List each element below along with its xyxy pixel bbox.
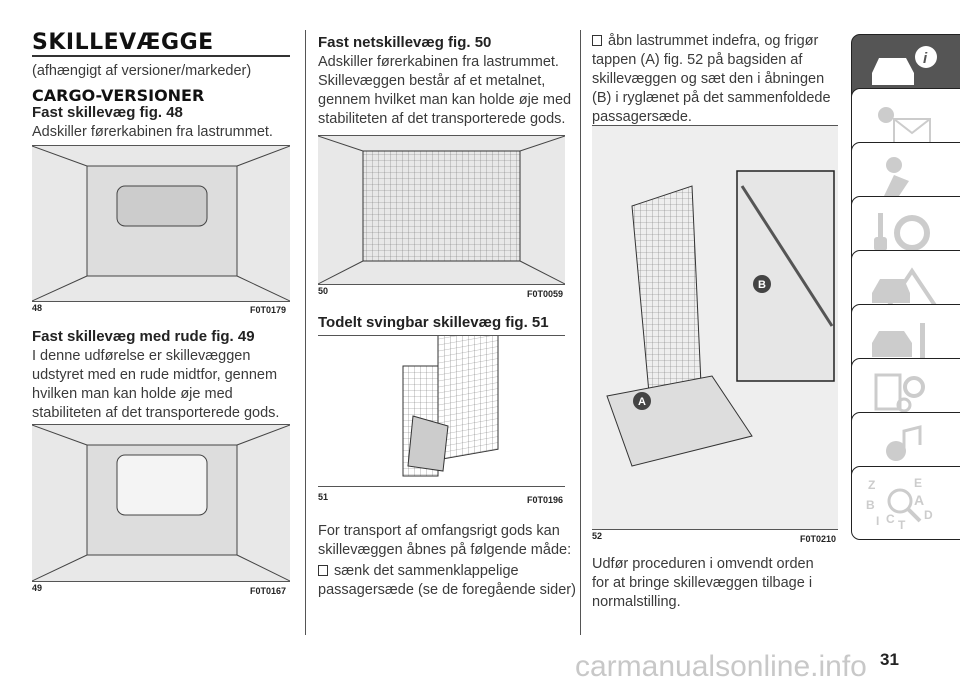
text-line: normalstilling.: [592, 594, 681, 610]
text-line: sænk det sammenklappelige: [334, 563, 519, 579]
checkbox-bullet-icon: [318, 565, 328, 576]
title-underline: [32, 55, 290, 57]
text-line: åbn lastrummet indefra, og frigør: [608, 33, 819, 49]
checkbox-bullet-icon: [592, 35, 602, 46]
text-line: stabiliteten af det transporterede gods.: [32, 405, 280, 421]
figure-50-image: [318, 135, 565, 285]
bullet-item: sænk det sammenklappelige passagersæde (s…: [318, 562, 576, 600]
text-line: Skillevæggen består af et metalnet,: [318, 73, 546, 89]
text-line: I denne udførelse er skillevæggen: [32, 348, 251, 364]
text-line: stabiliteten af det transporterede gods.: [318, 111, 566, 127]
index-letter: C: [886, 512, 895, 526]
index-letter: D: [924, 508, 933, 522]
figure-49-number: 49: [32, 583, 43, 593]
figure-51-number: 51: [318, 492, 329, 502]
figure-51-image: [318, 335, 565, 487]
index-letter: T: [898, 518, 906, 530]
text-fig48: Adskiller førerkabinen fra lastrummet.: [32, 124, 273, 140]
figure-51-code: F0T0196: [527, 495, 564, 505]
figure-52-code: F0T0210: [800, 534, 837, 544]
text-line: For transport af omfangsrigt gods kan: [318, 523, 560, 539]
figure-49-code: F0T0167: [250, 586, 287, 596]
text-line: for at bringe skillevæggen tilbage i: [592, 575, 813, 591]
index-letter: Z: [868, 478, 875, 492]
text-reverse-procedure: Udfør proceduren i omvendt orden for at b…: [592, 555, 814, 612]
page-number: 31: [880, 650, 899, 669]
text-line: Adskiller førerkabinen fra lastrummet.: [318, 54, 559, 70]
figure-48-code: F0T0179: [250, 305, 287, 315]
key-steering-icon: [874, 213, 930, 251]
page-title: SKILLEVÆGGE: [32, 30, 214, 55]
heading-fig50: Fast netskillevæg fig. 50: [318, 34, 492, 51]
text-line: (B) i ryglænet på det sammenfoldede: [592, 90, 831, 106]
text-line: passagersæde (se de foregående sider): [318, 582, 576, 598]
text-open-instructions: For transport af omfangsrigt gods kan ski…: [318, 522, 571, 560]
column-divider: [580, 30, 581, 635]
figure-48-number: 48: [32, 303, 43, 313]
car-info-icon: i: [872, 46, 937, 85]
watermark: carmanualsonline.info: [575, 650, 867, 683]
text-line: skillevæggen åbnes på følgende måde:: [318, 542, 572, 558]
technical-data-icon: [874, 373, 925, 413]
text-line: Udfør proceduren i omvendt orden: [592, 556, 814, 572]
bullet-item: åbn lastrummet indefra, og frigør tappen…: [592, 32, 831, 127]
callout-a: A: [638, 396, 646, 408]
car-maintenance-icon: [872, 323, 925, 359]
heading-fig49: Fast skillevæg med rude fig. 49: [32, 328, 255, 345]
figure-49-image: [32, 424, 290, 582]
warning-lights-icon: [878, 107, 931, 144]
text-line: udstyret med en rude midtfor, gennem: [32, 367, 278, 383]
figure-52-number: 52: [592, 531, 603, 541]
heading-fig48: Fast skillevæg fig. 48: [32, 104, 183, 121]
section-heading: CARGO-VERSIONER: [32, 86, 205, 105]
column-divider: [305, 30, 306, 635]
text-line: skillevæggen og sæt den i åbningen: [592, 71, 825, 87]
heading-fig51: Todelt svingbar skillevæg fig. 51: [318, 314, 549, 331]
index-letter: E: [914, 476, 922, 490]
airbag-seat-icon: [884, 157, 909, 196]
figure-48-image: [32, 145, 290, 302]
index-letter: I: [876, 514, 879, 528]
text-fig50: Adskiller førerkabinen fra lastrummet. Sk…: [318, 53, 571, 129]
callout-b: B: [758, 279, 766, 291]
text-line: passagersæde.: [592, 109, 692, 125]
text-fig49: I denne udførelse er skillevæggen udstyre…: [32, 347, 279, 423]
svg-text:i: i: [923, 50, 928, 67]
text-line: hvilken man kan holde øje med: [32, 386, 233, 402]
multimedia-icon: [886, 425, 922, 461]
text-line: tappen (A) fig. 52 på bagsiden af: [592, 52, 803, 68]
subtitle: (afhængigt af versioner/markeder): [32, 63, 252, 79]
emergency-triangle-icon: [872, 267, 940, 309]
index-letter: B: [866, 498, 875, 512]
text-line: gennem hvilket man kan holde øje med: [318, 92, 572, 108]
figure-50-code: F0T0059: [527, 289, 564, 299]
index-letter: A: [914, 492, 924, 508]
figure-50-number: 50: [318, 286, 329, 296]
